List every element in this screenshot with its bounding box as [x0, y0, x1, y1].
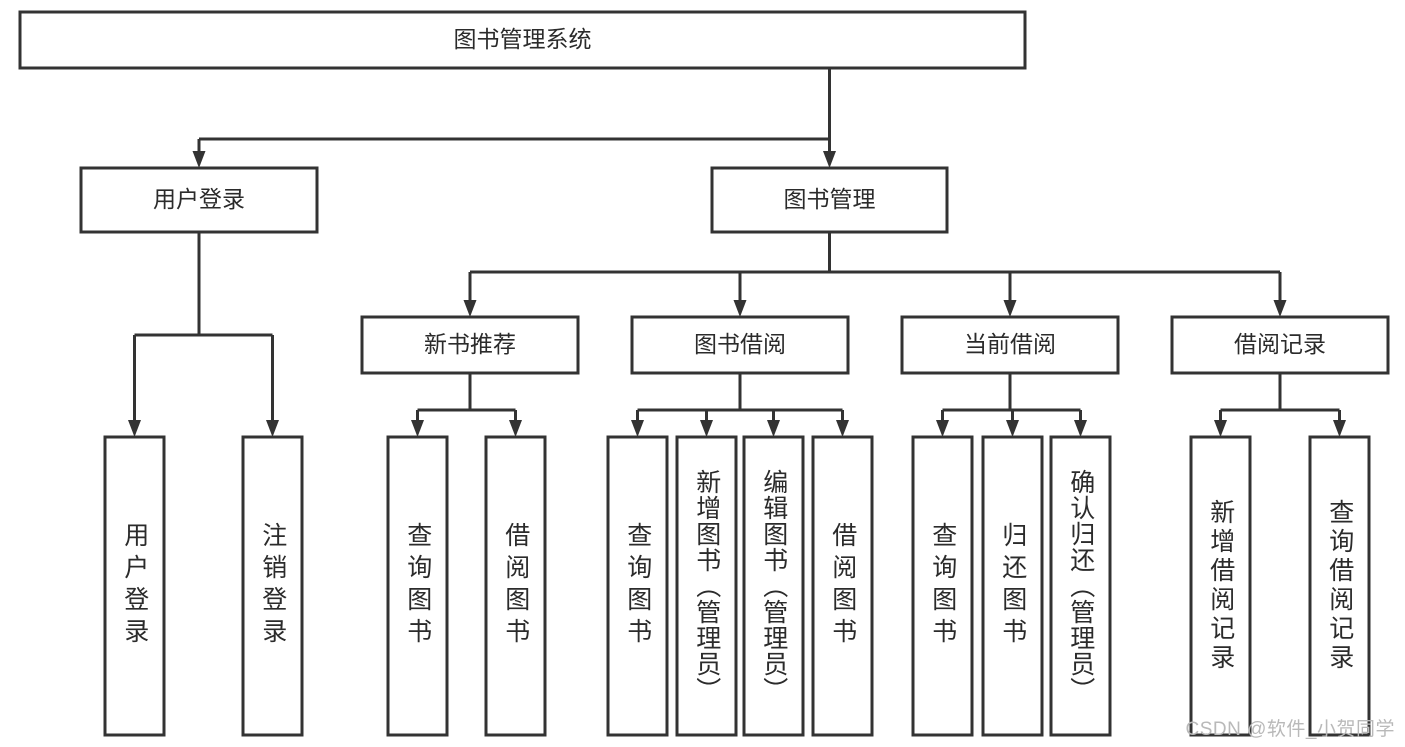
node-box	[710, 166, 949, 234]
node-leaf-归还图书-9[interactable]	[981, 435, 1044, 737]
arrow-head-icon-当前借阅-2	[1074, 420, 1087, 437]
arrow-head-icon-books-2	[1003, 300, 1017, 317]
arrow-head-icon-books-3	[1273, 300, 1287, 317]
arrow-head-icon-root-1	[823, 151, 836, 168]
node-label: 图书管理	[784, 186, 876, 212]
node-leaf-新增借阅记录-11[interactable]	[1189, 435, 1252, 737]
node-box	[900, 315, 1120, 375]
node-label: 当前借阅	[964, 331, 1056, 357]
connector-layer	[128, 68, 1346, 437]
node-level3-图书借阅[interactable]: 图书借阅	[630, 315, 850, 375]
node-level3-借阅记录[interactable]: 借阅记录	[1170, 315, 1390, 375]
node-box	[241, 435, 304, 737]
node-box	[630, 315, 850, 375]
node-box	[484, 435, 547, 737]
node-box	[18, 10, 1027, 70]
node-label: 借阅记录	[1234, 331, 1326, 357]
arrow-head-icon-用户登录-0	[128, 420, 141, 437]
arrow-head-icon-books-1	[733, 300, 747, 317]
node-level2-用户登录[interactable]: 用户登录	[79, 166, 319, 234]
node-box	[79, 166, 319, 234]
node-leaf-查询图书-2[interactable]	[386, 435, 449, 737]
node-leaf-借阅图书-3[interactable]	[484, 435, 547, 737]
node-root-图书管理系统[interactable]: 图书管理系统	[18, 10, 1027, 70]
node-box	[360, 315, 580, 375]
node-label: 用户登录	[153, 186, 245, 212]
node-leaf-编辑图书管理员-6[interactable]	[742, 435, 805, 737]
arrow-head-icon-新书推荐-0	[411, 420, 424, 437]
node-box	[1170, 315, 1390, 375]
arrow-head-icon-借阅记录-1	[1333, 420, 1346, 437]
node-box	[386, 435, 449, 737]
node-leaf-查询图书-8[interactable]	[911, 435, 974, 737]
node-leaf-新增图书管理员-5[interactable]	[675, 435, 738, 737]
arrow-head-icon-新书推荐-1	[509, 420, 522, 437]
node-label: 图书管理系统	[454, 26, 592, 52]
node-level3-当前借阅[interactable]: 当前借阅	[900, 315, 1120, 375]
node-leaf-用户登录-0[interactable]	[103, 435, 166, 737]
node-box	[981, 435, 1044, 737]
node-box	[1189, 435, 1252, 737]
node-leaf-确认归还管理员-10[interactable]	[1049, 435, 1112, 737]
node-level3-新书推荐[interactable]: 新书推荐	[360, 315, 580, 375]
node-box	[811, 435, 874, 737]
arrow-head-icon-root-0	[192, 151, 206, 168]
watermark: CSDN @软件_小贺同学	[1185, 719, 1395, 740]
node-level2-图书管理[interactable]: 图书管理	[710, 166, 949, 234]
node-leaf-注销登录-1[interactable]	[241, 435, 304, 737]
node-box	[675, 435, 738, 737]
arrow-head-icon-books-0	[463, 300, 477, 317]
node-label: 图书借阅	[694, 331, 786, 357]
arrow-head-icon-用户登录-1	[266, 420, 279, 437]
node-box	[606, 435, 669, 737]
arrow-head-icon-当前借阅-0	[936, 420, 949, 437]
arrow-head-icon-借阅记录-0	[1214, 420, 1227, 437]
node-box	[103, 435, 166, 737]
node-box	[1308, 435, 1371, 737]
node-leaf-查询借阅记录-12[interactable]	[1308, 435, 1371, 737]
node-leaf-借阅图书-7[interactable]	[811, 435, 874, 737]
node-box	[911, 435, 974, 737]
node-box	[1049, 435, 1112, 737]
node-box	[742, 435, 805, 737]
arrow-head-icon-图书借阅-3	[836, 420, 849, 437]
arrow-head-icon-当前借阅-1	[1006, 420, 1019, 437]
arrow-head-icon-图书借阅-2	[767, 420, 780, 437]
arrow-head-icon-图书借阅-0	[631, 420, 644, 437]
arrow-head-icon-图书借阅-1	[700, 420, 713, 437]
node-label: 新书推荐	[424, 331, 516, 357]
node-leaf-查询图书-4[interactable]	[606, 435, 669, 737]
